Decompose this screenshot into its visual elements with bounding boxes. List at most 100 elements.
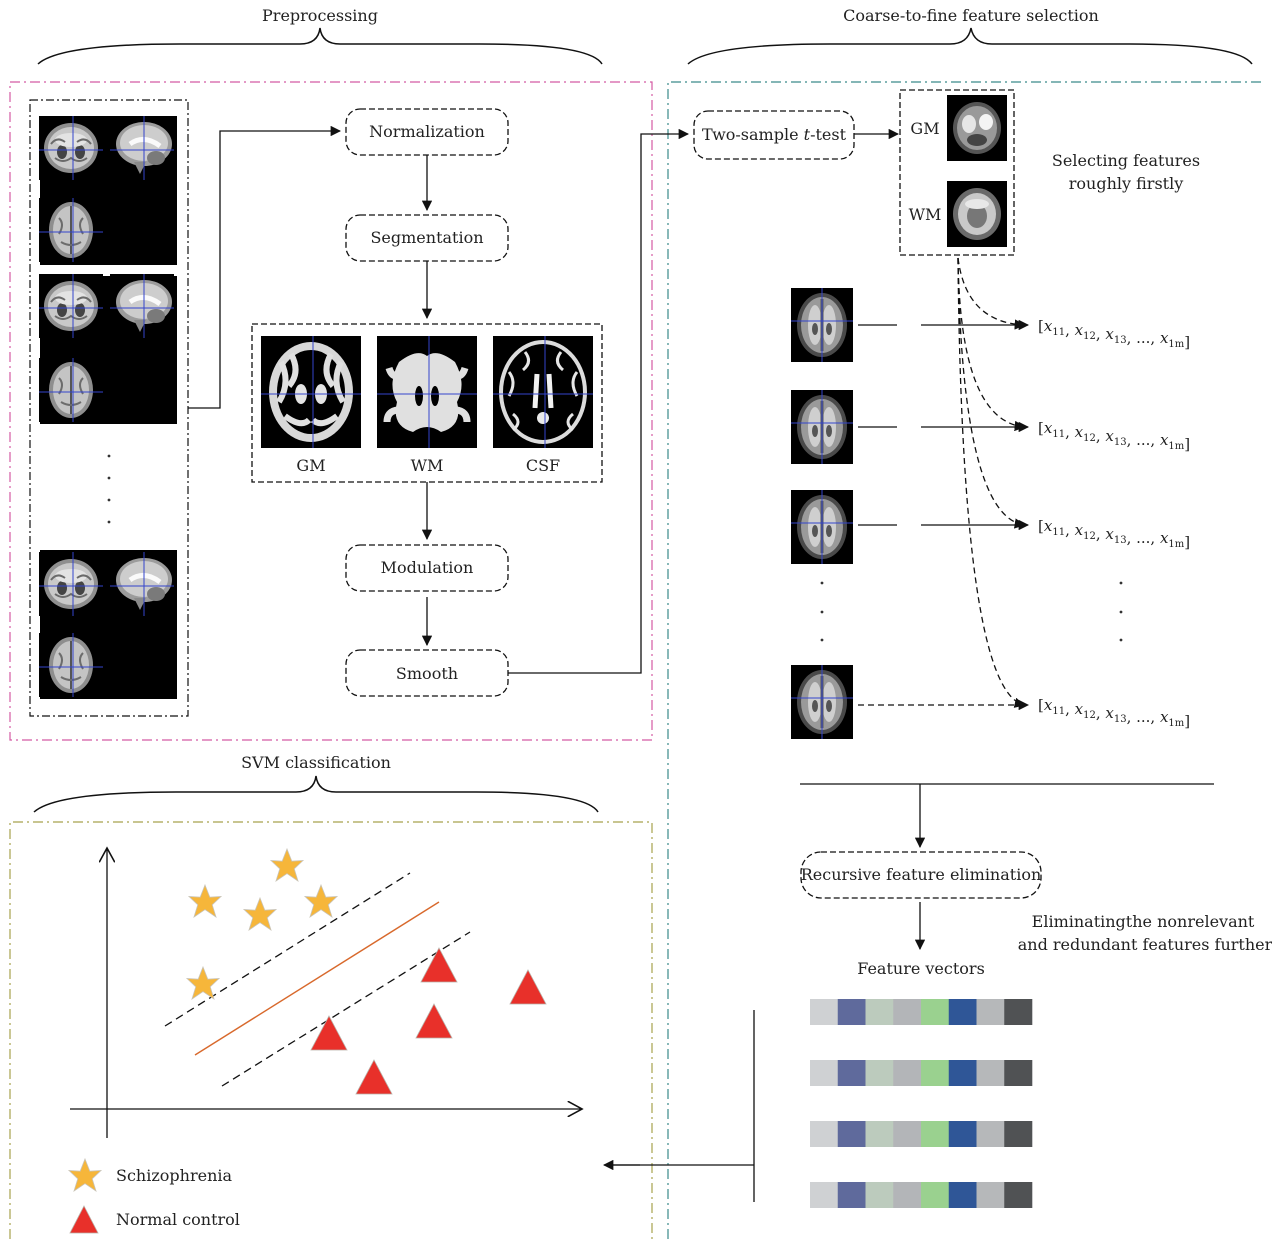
normal-control-point [415, 1003, 453, 1039]
ttest-label: Two-sample t-test [702, 125, 847, 144]
mask-application-curves [957, 257, 1026, 708]
schizophrenia-point [304, 884, 338, 918]
feature-vector-formula-3: [x11, x12, x13, ..., x1m] [1038, 517, 1190, 551]
subject-ellipsis [820, 581, 824, 642]
segmentation-label: Segmentation [370, 228, 483, 247]
feature-cell [810, 1182, 839, 1208]
normalization-box: Normalization [345, 108, 509, 156]
feature-selection-brace [687, 27, 1253, 65]
smooth-box: Smooth [345, 649, 509, 697]
modulation-label: Modulation [381, 558, 474, 577]
preprocessing-title: Preprocessing [262, 6, 378, 25]
feature-cell [948, 1182, 977, 1208]
feature-cell [948, 1121, 977, 1147]
normal-control-point [420, 947, 458, 983]
feature-cell [893, 1060, 922, 1086]
legend-schizophrenia: Schizophrenia [116, 1166, 232, 1185]
legend-normal-control: Normal control [116, 1210, 240, 1229]
feature-cell [921, 1121, 950, 1147]
feature-cell [893, 1182, 922, 1208]
feature-selection-title: Coarse-to-fine feature selection [843, 6, 1099, 25]
feature-vector-bars [810, 999, 1033, 1208]
feature-cell [810, 1060, 839, 1086]
normal-control-point [310, 1015, 348, 1051]
feature-vector-formula-1: [x11, x12, x13, ..., x1m] [1038, 317, 1190, 351]
rough-selection-note-line1: Selecting features [1052, 151, 1200, 170]
feature-cell [1004, 1121, 1033, 1147]
arrow-to-svm [606, 1010, 755, 1202]
ttest-box: Two-sample t-test [693, 110, 855, 160]
feature-cell [921, 999, 950, 1025]
vector-formula-text: [x11, x12, x13, ..., x1m] [1038, 517, 1190, 551]
feature-cell [976, 1182, 1005, 1208]
gm-wm-mask-box: GM WM [899, 89, 1015, 256]
svm-brace [33, 775, 599, 813]
normal-control-point [355, 1059, 393, 1095]
subject-to-vector-connectors [858, 319, 1030, 711]
feature-selection-region [667, 81, 1262, 1239]
feature-cell [948, 999, 977, 1025]
schizophrenia-point [243, 897, 277, 931]
arrow-to-ttest [508, 128, 690, 674]
feature-cell [837, 1121, 866, 1147]
vector-formula-text: [x11, x12, x13, ..., x1m] [1038, 419, 1190, 453]
mask-label-gm: GM [910, 119, 939, 138]
feature-cell [810, 999, 839, 1025]
vector-formula-text: [x11, x12, x13, ..., x1m] [1038, 696, 1190, 730]
feature-vector-row [810, 1060, 1033, 1086]
rfe-label: Recursive feature elimination [801, 865, 1042, 884]
mri-ellipsis [107, 454, 111, 524]
mask-label-wm: WM [909, 205, 942, 224]
feature-vector-formula-2: [x11, x12, x13, ..., x1m] [1038, 419, 1190, 453]
feature-cell [810, 1121, 839, 1147]
svm-title: SVM classification [241, 753, 391, 772]
feature-cell [1004, 1182, 1033, 1208]
feature-cell [921, 1182, 950, 1208]
gm-segmentation-image [261, 336, 361, 448]
feature-cell [865, 1060, 894, 1086]
schizophrenia-samples [186, 848, 338, 1000]
preprocessing-brace [37, 27, 603, 65]
smoothed-subject-2 [789, 388, 855, 466]
vector-formula-text: [x11, x12, x13, ..., x1m] [1038, 317, 1190, 351]
normal-control-point [509, 969, 547, 1005]
csf-segmentation-image [493, 336, 593, 448]
feature-vector-formula-n: [x11, x12, x13, ..., x1m] [1038, 696, 1190, 730]
wm-mask-image [947, 181, 1007, 247]
feature-cell [837, 1060, 866, 1086]
feature-cell [976, 1121, 1005, 1147]
schizophrenia-point [186, 966, 220, 1000]
svm-region [9, 821, 653, 1239]
legend-triangle-icon [69, 1205, 99, 1234]
segmentation-box: Segmentation [345, 214, 509, 262]
mri-subject-2 [38, 274, 177, 424]
svm-margin-lower [221, 931, 471, 1087]
tissue-maps: GM WM CSF [251, 323, 603, 483]
smoothed-subject-n [789, 663, 855, 741]
normalization-label: Normalization [369, 122, 485, 141]
schizophrenia-point [270, 848, 304, 882]
feature-cell [837, 1182, 866, 1208]
smoothed-subject-1 [789, 286, 855, 364]
feature-cell [865, 999, 894, 1025]
tissue-label-gm: GM [296, 456, 325, 475]
feature-cell [893, 999, 922, 1025]
modulation-box: Modulation [345, 544, 509, 592]
mri-subject-n [38, 550, 177, 699]
gm-mask-image [947, 95, 1007, 161]
rough-selection-note-line2: roughly firstly [1069, 174, 1184, 193]
feature-cell [865, 1182, 894, 1208]
svm-hyperplane [194, 901, 440, 1056]
rfe-box: Recursive feature elimination [800, 851, 1042, 899]
feature-vectors-label: Feature vectors [857, 959, 985, 978]
smooth-label: Smooth [396, 664, 458, 683]
feature-cell [976, 999, 1005, 1025]
elimination-note-line1: Eliminatingthe nonrelevant [1032, 912, 1255, 931]
vector-ellipsis [1119, 581, 1123, 642]
feature-cell [1004, 999, 1033, 1025]
feature-cell [837, 999, 866, 1025]
legend-star-icon [68, 1158, 102, 1192]
arrow-to-normalization [188, 125, 342, 409]
wm-segmentation-image [377, 336, 477, 448]
